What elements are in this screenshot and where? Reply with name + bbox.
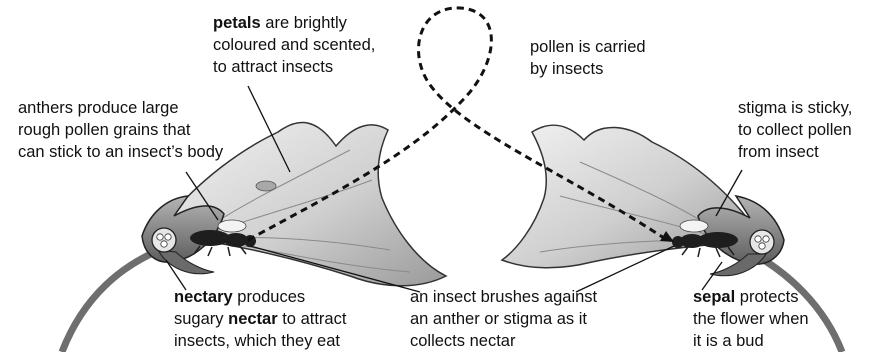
petals-label: petals are brightly coloured and scented… [213,12,375,78]
petals-line3: to attract insects [213,56,375,78]
left-petal-spot [256,181,276,191]
pollen-carried-line2: by insects [530,58,646,80]
nectary-bold: nectary [174,288,233,306]
anthers-line2: rough pollen grains that [18,119,223,141]
nectary-label: nectary produces sugary nectar to attrac… [174,286,346,352]
right-ovule [763,236,769,242]
pollen-carried-line1: pollen is carried [530,36,646,58]
sepal-line2: the flower when [693,308,809,330]
sepal-bold: sepal [693,288,735,306]
nectary-line3: insects, which they eat [174,330,346,352]
anthers-line1: anthers produce large [18,97,223,119]
insect-brushes-label: an insect brushes against an anther or s… [410,286,597,352]
right-ovule [755,236,761,242]
stigma-line2: to collect pollen [738,119,852,141]
left-ovule [165,234,171,240]
nectary-line1: produces [233,288,305,306]
right-ovule [759,243,765,249]
left-ovule [161,241,167,247]
insect-brushes-line3: collects nectar [410,330,597,352]
stigma-label: stigma is sticky, to collect pollen from… [738,97,852,163]
anthers-label: anthers produce large rough pollen grain… [18,97,223,163]
sepal-line3: it is a bud [693,330,809,352]
petals-bold: petals [213,14,261,32]
nectary-line2-pre: sugary [174,310,228,328]
sepal-label: sepal protects the flower when it is a b… [693,286,809,352]
insect-brushes-line2: an anther or stigma as it [410,308,597,330]
stigma-line1: stigma is sticky, [738,97,852,119]
anthers-line3: can stick to an insect’s body [18,141,223,163]
insect-brushes-line1: an insect brushes against [410,286,597,308]
petals-line2: coloured and scented, [213,34,375,56]
right-ovary [750,230,774,254]
petals-line1: are brightly [261,14,347,32]
nectar-bold: nectar [228,310,278,328]
left-ovule [157,234,163,240]
nectary-line2-post: to attract [278,310,347,328]
stigma-line3: from insect [738,141,852,163]
left-ovary [152,228,176,252]
sepal-line1: protects [735,288,798,306]
pollen-carried-label: pollen is carried by insects [530,36,646,80]
